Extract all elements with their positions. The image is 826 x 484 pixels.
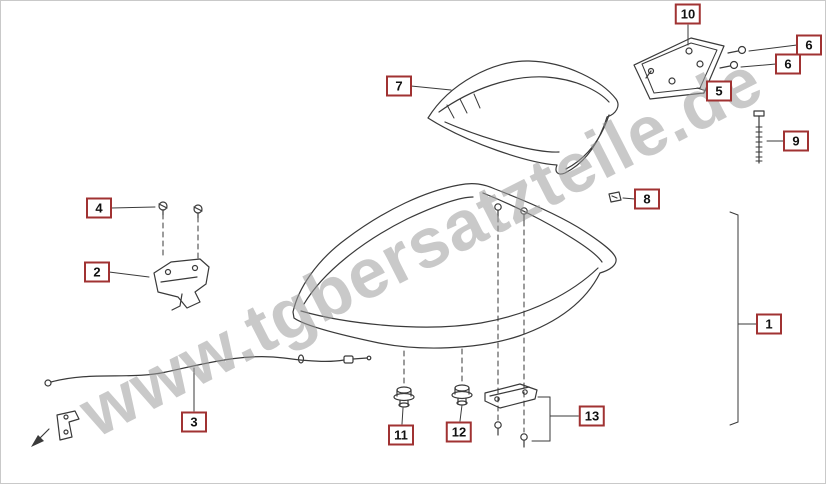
hinge-plate-drawing bbox=[633, 37, 725, 100]
part-label-7: 7 bbox=[386, 75, 412, 97]
cable-bracket-drawing bbox=[56, 410, 80, 441]
part-label-4: 4 bbox=[86, 197, 112, 219]
clip-8-drawing bbox=[608, 191, 622, 203]
part-label-12: 12 bbox=[445, 421, 473, 443]
screw-4b-drawing bbox=[193, 204, 203, 219]
screw-4a-drawing bbox=[158, 201, 168, 216]
seat-cover-drawing bbox=[427, 60, 619, 175]
part-label-3: 3 bbox=[181, 411, 207, 433]
part-label-2: 2 bbox=[84, 261, 110, 283]
part-label-8: 8 bbox=[634, 188, 660, 210]
hinge-screw-b-drawing bbox=[719, 60, 739, 70]
seat-drawing bbox=[292, 183, 617, 349]
alignment-dashed-lines bbox=[162, 213, 525, 433]
direction-arrow bbox=[31, 428, 50, 447]
rubber-grommet-11-drawing bbox=[393, 386, 415, 408]
seat-cable-drawing bbox=[44, 354, 372, 387]
part-label-5: 5 bbox=[706, 80, 732, 102]
part-label-11: 11 bbox=[388, 424, 414, 446]
part-label-1: 1 bbox=[756, 313, 782, 335]
mount-bracket-13-drawing bbox=[484, 383, 538, 448]
seat-screw-left-drawing bbox=[494, 203, 502, 218]
part-label-6b: 6 bbox=[775, 53, 801, 75]
seat-screw-right-drawing bbox=[520, 207, 528, 222]
hinge-screw-a-drawing bbox=[727, 45, 747, 55]
part-label-13: 13 bbox=[578, 405, 606, 427]
part-label-9: 9 bbox=[783, 130, 809, 152]
part-label-10: 10 bbox=[674, 3, 702, 25]
seat-lock-bracket-drawing bbox=[153, 258, 210, 311]
part-label-6a: 6 bbox=[796, 34, 822, 56]
leader-lines bbox=[108, 24, 798, 442]
rubber-grommet-12-drawing bbox=[451, 384, 473, 406]
bolt-9-drawing bbox=[753, 110, 765, 164]
